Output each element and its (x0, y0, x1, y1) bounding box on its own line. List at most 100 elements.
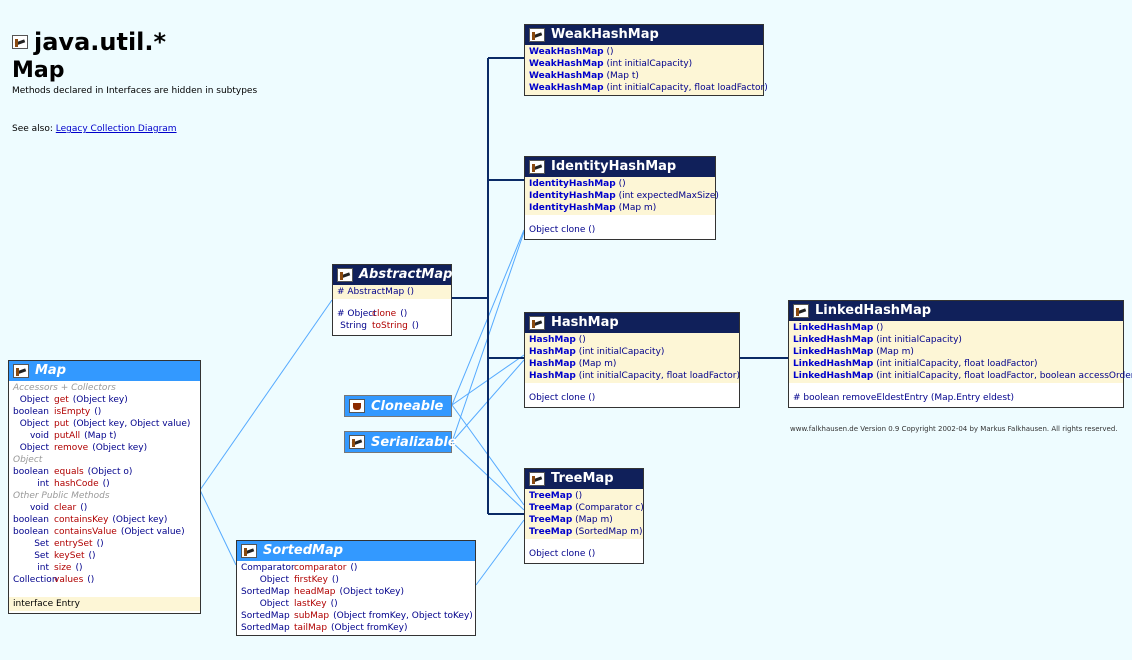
coffee-cup-icon (349, 399, 365, 413)
method-name: subMap (294, 611, 330, 621)
constructor-name: TreeMap (529, 515, 573, 525)
constructor-args: (int initialCapacity) (603, 59, 693, 69)
method-name: keySet (54, 551, 85, 561)
see-also: See also: Legacy Collection Diagram (12, 124, 177, 134)
method-name: values (54, 575, 84, 585)
method-args: () (350, 563, 358, 573)
constructor-args: () (572, 491, 583, 501)
java-icon (793, 304, 809, 318)
identityhashmap-ctors: IdentityHashMap ()IdentityHashMap (int e… (525, 177, 719, 215)
entry-label: interface Entry (13, 599, 80, 609)
sortedmap-name: SortedMap (263, 543, 344, 558)
abstractmap-box[interactable]: AbstractMap # AbstractMap () # Objectclo… (332, 264, 452, 336)
constructor-args: (SortedMap m) (572, 527, 643, 537)
method-type: void (29, 503, 49, 513)
group-label: Object (13, 455, 43, 465)
constructor-row: LinkedHashMap (int initialCapacity, floa… (793, 370, 1132, 382)
constructor-name: WeakHashMap (529, 59, 604, 69)
method-args: (Map t) (84, 431, 117, 441)
method-args: () (75, 563, 83, 573)
java-icon (349, 435, 365, 449)
method-name: firstKey (294, 575, 328, 585)
constructor-row: WeakHashMap (int initialCapacity) (529, 58, 759, 70)
constructor-row: IdentityHashMap () (529, 178, 711, 190)
method-args: () (80, 503, 88, 513)
constructor-name: IdentityHashMap (529, 203, 616, 213)
method-row: # Objectclone() (337, 308, 447, 320)
java-icon (529, 160, 545, 174)
group-label: Other Public Methods (13, 491, 110, 501)
constructor-name: WeakHashMap (529, 71, 604, 81)
see-also-label: See also: (12, 124, 53, 134)
method-type: Set (34, 551, 49, 561)
method-type: boolean (13, 527, 49, 537)
cloneable-tag[interactable]: Cloneable (344, 395, 452, 417)
serializable-tag[interactable]: Serializable (344, 431, 457, 453)
constructor-args: (int initialCapacity) (873, 335, 962, 345)
method-args: (Object key, Object value) (72, 419, 191, 429)
hashmap-box[interactable]: HashMap HashMap ()HashMap (int initialCa… (524, 312, 740, 408)
constructor-args: (Map m) (615, 203, 657, 213)
method-name: entrySet (54, 539, 93, 549)
weakhashmap-box[interactable]: WeakHashMap WeakHashMap ()WeakHashMap (i… (524, 24, 768, 96)
identityhashmap-box[interactable]: IdentityHashMap IdentityHashMap ()Identi… (524, 156, 719, 240)
constructor-row: TreeMap (Map m) (529, 514, 639, 526)
constructor-args: (int initialCapacity, float loadFactor) (603, 83, 768, 93)
constructor-row: TreeMap (Comparator c) (529, 502, 644, 514)
constructor-row: TreeMap () (529, 490, 639, 502)
java-icon (529, 316, 545, 330)
method-name: toString (372, 321, 408, 331)
treemap-clone: Object clone () (529, 549, 596, 559)
constructor-name: WeakHashMap (529, 83, 604, 93)
method-type: Object (19, 419, 49, 429)
linkedhashmap-box[interactable]: LinkedHashMap LinkedHashMap ()LinkedHash… (788, 300, 1132, 408)
method-args: () (96, 539, 104, 549)
java-icon (529, 472, 545, 486)
java-icon (529, 28, 545, 42)
weakhashmap-header: WeakHashMap (525, 25, 763, 45)
method-args: () (331, 575, 339, 585)
constructor-args: (int initialCapacity, float loadFactor) (873, 359, 1038, 369)
package-title: java.util.* (12, 28, 166, 56)
interface-note: Methods declared in Interfaces are hidde… (12, 86, 258, 96)
linkedhashmap-ctors: LinkedHashMap ()LinkedHashMap (int initi… (789, 321, 1132, 383)
method-type: boolean (13, 515, 49, 525)
constructor-row: IdentityHashMap (Map m) (529, 202, 711, 214)
java-icon (13, 364, 29, 378)
legacy-collection-link[interactable]: Legacy Collection Diagram (55, 124, 177, 134)
method-name: tailMap (294, 623, 328, 633)
treemap-header: TreeMap (525, 469, 643, 489)
linkedhashmap-remove-eldest: # boolean removeEldestEntry (Map.Entry e… (793, 393, 1015, 403)
constructor-name: LinkedHashMap (793, 323, 874, 333)
constructor-name: HashMap (529, 371, 576, 381)
map-inner-entry: interface Entry (9, 597, 200, 611)
constructor-name: LinkedHashMap (793, 347, 874, 357)
treemap-box[interactable]: TreeMap TreeMap ()TreeMap (Comparator c)… (524, 468, 644, 564)
java-icon (12, 35, 28, 49)
java-icon (241, 544, 257, 558)
method-type: Object (259, 575, 289, 585)
hashmap-method: Object clone () (525, 391, 739, 405)
identityhashmap-clone: Object clone () (529, 225, 596, 235)
constructor-name: TreeMap (529, 527, 573, 537)
method-args: (Object fromKey) (331, 623, 408, 633)
constructor-args: (Map m) (873, 347, 914, 357)
constructor-name: IdentityHashMap (529, 179, 616, 189)
constructor-args: (Map t) (603, 71, 639, 81)
treemap-ctors: TreeMap ()TreeMap (Comparator c)TreeMap … (525, 489, 644, 539)
constructor-args: () (873, 323, 884, 333)
method-row: SortedMap tailMap(Object fromKey) (241, 622, 471, 634)
method-type: SortedMap (241, 623, 290, 633)
hashmap-ctors: HashMap ()HashMap (int initialCapacity)H… (525, 333, 740, 383)
hashmap-name: HashMap (551, 315, 619, 330)
